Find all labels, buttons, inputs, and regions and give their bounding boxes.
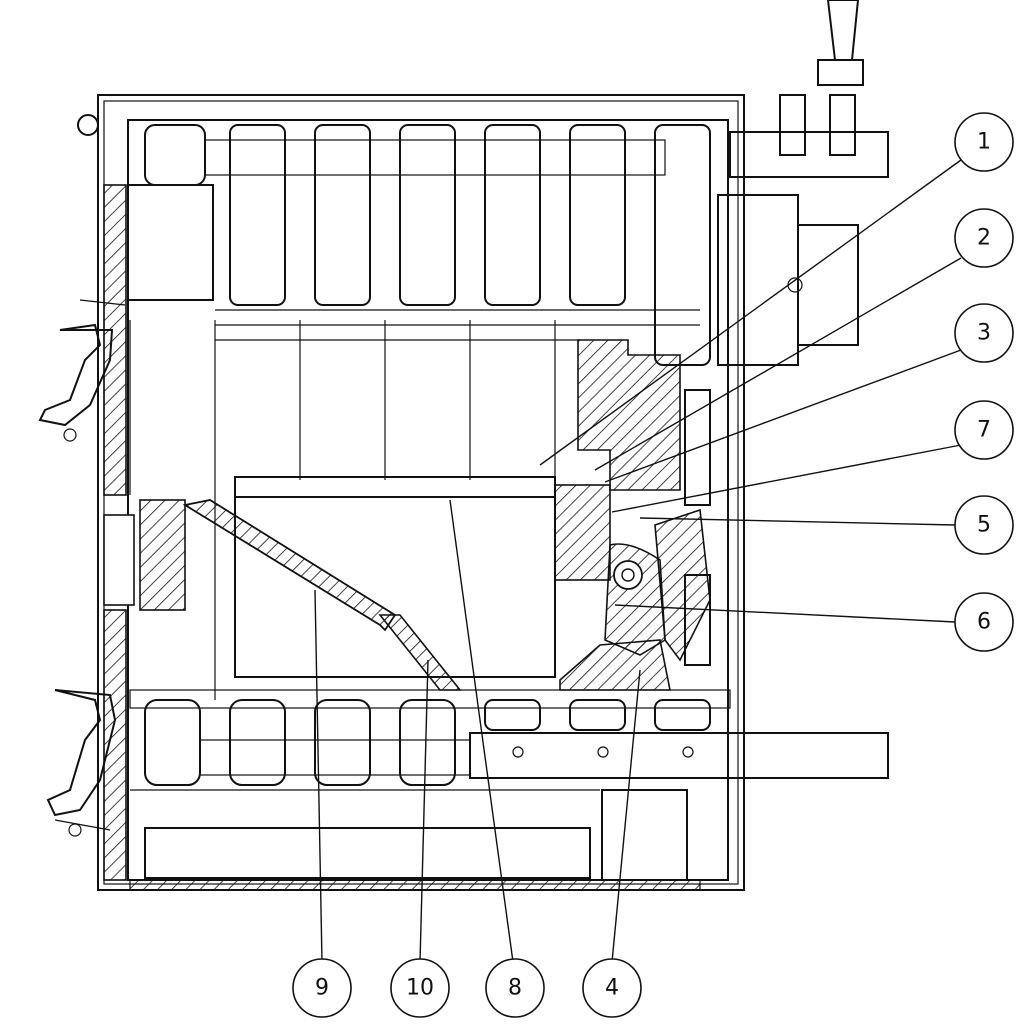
- callout-3-label: 3: [977, 321, 991, 346]
- callout-8: 8: [485, 958, 545, 1018]
- upper-heat-exchanger-sections: [127, 124, 711, 366]
- callout-1: 1: [954, 112, 1014, 172]
- ash-pan: [129, 789, 701, 891]
- left-insulation-wall: [103, 184, 186, 881]
- callout-7: 7: [954, 400, 1014, 460]
- callout-2-label: 2: [977, 226, 991, 251]
- callout-4: 4: [582, 958, 642, 1018]
- callout-3: 3: [954, 303, 1014, 363]
- combustion-chamber: [234, 476, 556, 678]
- callout-10: 10: [390, 958, 450, 1018]
- callout-4-label: 4: [605, 976, 619, 1001]
- top-supply-pipe: [729, 0, 889, 178]
- outer-casing: [77, 94, 745, 891]
- callout-6-label: 6: [977, 610, 991, 635]
- callout-6: 6: [954, 592, 1014, 652]
- upper-door-handle: [38, 299, 126, 442]
- callout-9: 9: [292, 958, 352, 1018]
- callout-9-label: 9: [315, 976, 329, 1001]
- leader-lines: [314, 159, 962, 963]
- flue-outlet: [717, 194, 859, 366]
- deflector-plate: [182, 499, 462, 691]
- callout-5-label: 5: [977, 513, 991, 538]
- bottom-return-pipe: [469, 732, 889, 779]
- callout-8-label: 8: [508, 976, 522, 1001]
- right-refractory-blocks: [554, 339, 711, 691]
- callout-2: 2: [954, 208, 1014, 268]
- callout-10-label: 10: [406, 976, 434, 1001]
- callout-1-label: 1: [977, 130, 991, 155]
- lower-door-handle: [46, 689, 117, 837]
- callout-5: 5: [954, 495, 1014, 555]
- callout-7-label: 7: [977, 418, 991, 443]
- lower-heat-exchanger-sections: [129, 689, 731, 786]
